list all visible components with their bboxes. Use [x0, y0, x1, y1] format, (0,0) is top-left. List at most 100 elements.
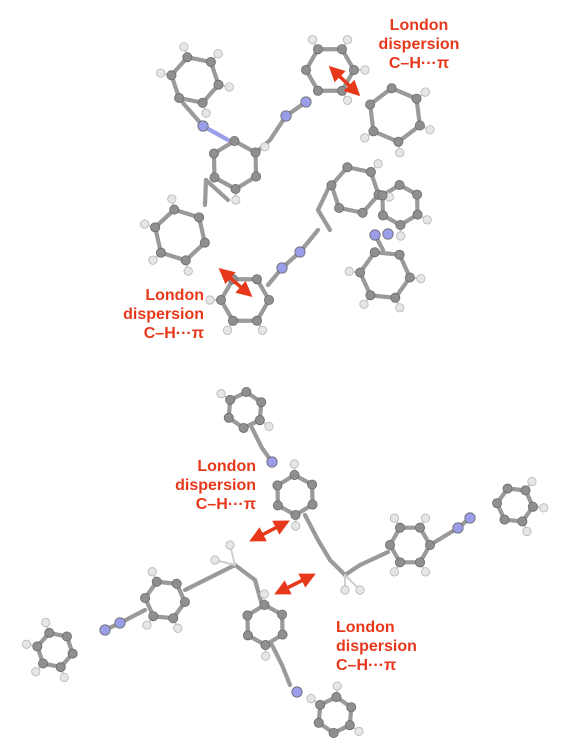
- carbon-atom: [169, 204, 180, 215]
- carbon-atom: [290, 509, 301, 520]
- carbon-atom: [334, 202, 345, 213]
- carbon-atom: [393, 136, 404, 147]
- carbon-atom: [55, 662, 66, 673]
- c-bond: [302, 512, 321, 543]
- hydrogen-atom: [179, 42, 189, 52]
- hydrogen-atom: [31, 667, 41, 677]
- carbon-atom: [263, 294, 274, 305]
- carbon-atom: [225, 394, 236, 405]
- carbon-atom: [348, 65, 359, 76]
- c-bond: [182, 572, 218, 593]
- hydrogen-atom: [420, 567, 431, 577]
- hydrogen-atom: [527, 476, 537, 487]
- carbon-atom: [155, 247, 166, 258]
- carbon-atom: [194, 212, 205, 223]
- carbon-atom: [390, 292, 401, 303]
- hydrogen-atom: [340, 585, 350, 595]
- interaction-label-bottom-upper: London dispersion C–H···π: [175, 458, 256, 513]
- carbon-atom: [368, 126, 379, 137]
- nitrogen-atom: [382, 228, 394, 240]
- c-bond: [249, 425, 265, 451]
- hydrogen-atom: [420, 87, 430, 97]
- carbon-atom: [336, 85, 347, 96]
- carbon-atom: [213, 79, 224, 90]
- carbon-atom: [520, 485, 531, 496]
- carbon-atom: [365, 290, 376, 301]
- carbon-atom: [238, 422, 249, 433]
- carbon-atom: [205, 57, 216, 68]
- carbon-atom: [342, 162, 353, 173]
- hydrogen-atom: [167, 194, 177, 204]
- nitrogen-atom: [114, 617, 126, 629]
- carbon-atom: [254, 415, 265, 426]
- carbon-atom: [414, 120, 425, 131]
- hydrogen-atom: [416, 273, 426, 284]
- carbon-atom: [256, 397, 267, 408]
- carbon-atom: [502, 483, 513, 494]
- carbon-atom: [394, 180, 405, 191]
- carbon-atom: [395, 219, 406, 230]
- carbon-atom: [171, 578, 182, 589]
- carbon-atom: [277, 609, 288, 620]
- carbon-atom: [527, 501, 538, 512]
- hydrogen-atom: [183, 266, 193, 276]
- hydrogen-atom: [332, 681, 342, 691]
- carbon-atom: [166, 70, 177, 81]
- carbon-atom: [307, 479, 318, 490]
- hydrogen-atom: [231, 195, 241, 205]
- carbon-atom: [61, 631, 72, 642]
- nitrogen-atom: [369, 229, 381, 241]
- carbon-atom: [307, 499, 318, 510]
- c-bond: [315, 207, 333, 233]
- carbon-atom: [394, 249, 405, 260]
- carbon-atom: [199, 237, 210, 248]
- hydrogen-atom: [422, 215, 432, 225]
- c-bond: [357, 549, 391, 568]
- carbon-atom: [179, 596, 190, 607]
- carbon-atom: [344, 720, 355, 731]
- carbon-atom: [326, 180, 337, 191]
- c-bond: [327, 557, 348, 578]
- hydrogen-atom: [222, 325, 233, 335]
- hydrogen-atom: [289, 459, 299, 469]
- carbon-atom: [369, 247, 380, 258]
- hydrogen-atom: [156, 68, 166, 78]
- nitrogen-atom: [280, 110, 292, 122]
- hydrogen-atom: [395, 303, 405, 313]
- c-bond: [342, 562, 363, 578]
- carbon-atom: [377, 190, 388, 201]
- carbon-atom: [313, 717, 324, 728]
- carbon-atom: [223, 412, 234, 423]
- carbon-atom: [251, 274, 262, 285]
- hydrogen-atom: [259, 589, 269, 599]
- hydrogen-atom: [306, 694, 316, 704]
- interaction-label-top-left: London dispersion C–H···π: [123, 287, 204, 342]
- carbon-atom: [365, 99, 376, 110]
- carbon-atom: [251, 171, 262, 182]
- carbon-atom: [260, 639, 271, 650]
- hydrogen-atom: [307, 35, 318, 45]
- c-bond: [203, 177, 231, 203]
- hydrogen-atom: [148, 255, 158, 265]
- hydrogen-atom: [257, 325, 268, 335]
- carbon-atom: [180, 255, 191, 266]
- hydrogen-atom: [205, 295, 215, 305]
- hydrogen-atom: [216, 389, 226, 399]
- carbon-atom: [148, 611, 159, 622]
- carbon-atom: [272, 480, 283, 491]
- interaction-arrows: [218, 65, 361, 595]
- hydrogen-atom: [344, 266, 354, 277]
- carbon-atom: [412, 209, 423, 220]
- carbon-atom: [412, 189, 423, 200]
- carbon-atom: [38, 658, 49, 669]
- carbon-atom: [44, 627, 55, 638]
- hydrogen-atom: [354, 726, 364, 736]
- hydrogen-atom: [260, 142, 270, 152]
- carbon-atom: [168, 613, 179, 624]
- hydrogen-atom: [360, 65, 370, 75]
- carbon-atom: [346, 702, 357, 713]
- carbon-atom: [499, 514, 510, 525]
- carbon-atom: [229, 136, 240, 147]
- carbon-atom: [208, 148, 219, 159]
